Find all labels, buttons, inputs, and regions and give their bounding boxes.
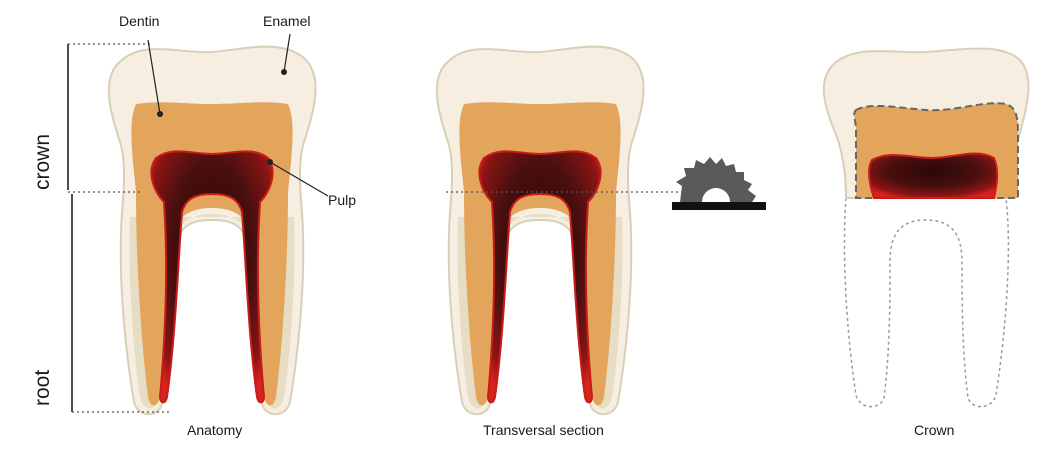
- guide-lines: [68, 43, 690, 413]
- crown-tooth: [822, 47, 1030, 408]
- removed-root-outline: [843, 197, 1010, 408]
- anatomy-tooth: [107, 45, 317, 416]
- enamel-label: Enamel: [263, 13, 311, 29]
- saw-blade-icon: [672, 157, 766, 210]
- section-tooth: [435, 45, 645, 416]
- crown-axis-label: crown: [31, 133, 54, 190]
- crown-root-bracket: [67, 44, 73, 412]
- leader-lines: [147, 33, 329, 197]
- crown-pulp: [867, 152, 999, 199]
- crown-caption: Crown: [914, 422, 955, 438]
- dentin-label: Dentin: [119, 13, 160, 29]
- pulp-label: Pulp: [328, 192, 357, 208]
- section-caption: Transversal section: [483, 422, 604, 438]
- anatomy-caption: Anatomy: [187, 422, 243, 438]
- root-axis-label: root: [31, 369, 54, 406]
